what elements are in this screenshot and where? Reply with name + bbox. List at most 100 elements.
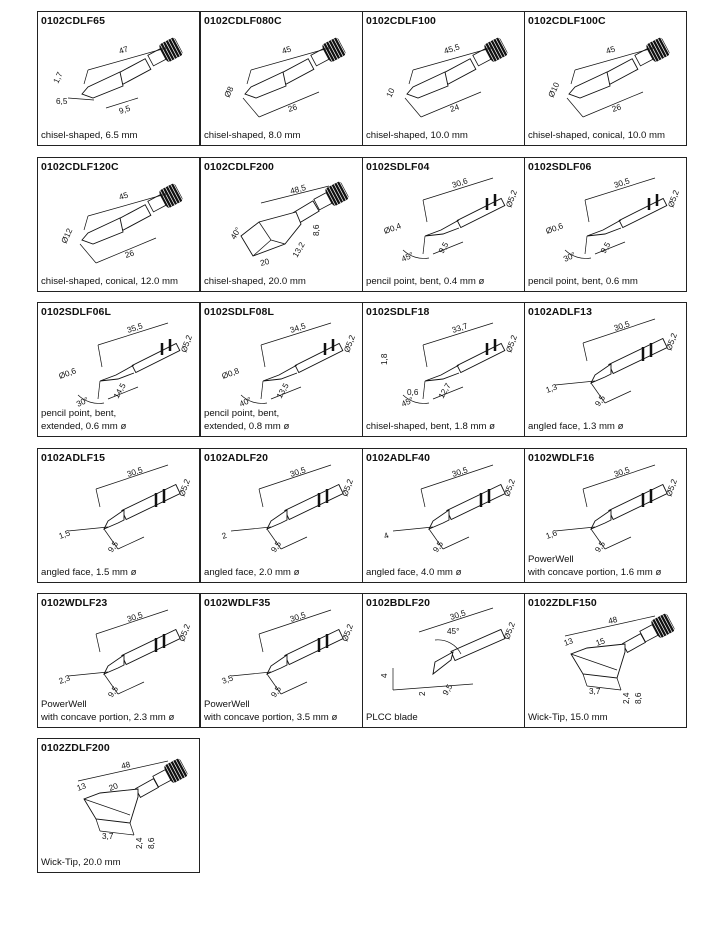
bent-tip-shape: [262, 364, 298, 382]
tip-description-line: angled face, 2.0 mm ø: [204, 566, 300, 578]
tip-description-line: PowerWell: [528, 554, 574, 565]
bent-tip-shape: [586, 219, 622, 237]
dim-blade-angle: 45°: [447, 627, 459, 636]
tip-description-line: Wick-Tip, 20.0 mm: [41, 856, 121, 868]
dim-overall-length: 30,5: [613, 176, 631, 190]
tip-technical-drawing: 34,5Ø5,2Ø0,840°13,5: [221, 321, 357, 409]
dim-overall-length: 45: [118, 190, 130, 202]
tip-technical-drawing: 471,76,59,5: [52, 37, 184, 116]
tip-part-number: 0102CDLF200: [204, 161, 274, 173]
dim-overall-length: 30,5: [289, 610, 307, 624]
tip-shaft: [608, 483, 668, 521]
dim-overall-length: 33,7: [451, 321, 469, 335]
dim-tip-thickness: 1,7: [52, 70, 65, 85]
tip-shaft: [134, 778, 160, 798]
dim-overall-length: 45,5: [443, 42, 461, 56]
dim-face-diameter: 1,5: [58, 528, 72, 541]
dim-blade-width: 4: [380, 673, 389, 678]
dim-overall-length: 30,6: [451, 176, 469, 190]
tip-description-line: PowerWell: [204, 699, 250, 710]
dim-overall-length: 30,5: [451, 465, 469, 479]
dim-shank-diameter: Ø5,2: [502, 621, 517, 641]
tip-part-number: 0102SDLF06L: [41, 306, 111, 318]
tip-description-line: chisel-shaped, bent, 1.8 mm ø: [366, 420, 496, 432]
dim-tip-width: 1,8: [380, 353, 389, 365]
tip-description: chisel-shaped, 8.0 mm: [204, 130, 360, 143]
tip-technical-drawing: 30,5Ø5,2Ø0,630°9,5: [545, 176, 681, 264]
dim-wick-height: 3,7: [589, 687, 601, 696]
wick-tip-shape: [83, 788, 139, 824]
dim-tip-length: 9,5: [593, 393, 607, 408]
dim-wick-depth: 2,4: [135, 837, 144, 849]
tip-part-number: 0102ADLF13: [528, 306, 593, 318]
angled-tip-shape: [103, 654, 125, 675]
angled-tip-shape: [590, 509, 612, 530]
dim-bend-angle: 40°: [238, 395, 253, 408]
tip-technical-drawing: 30,5Ø5,21,39,5: [545, 318, 679, 408]
tip-shaft: [294, 342, 344, 374]
dim-tip-length: 9,5: [106, 539, 120, 554]
tip-description-line: PLCC blade: [366, 711, 418, 723]
tip-description: pencil point, bent,extended, 0.8 mm ø: [204, 408, 360, 433]
tip-description-line: PowerWell: [41, 699, 87, 710]
dim-shank-diameter: Ø5,2: [177, 623, 192, 643]
dim-tip-diameter: Ø8: [223, 85, 236, 99]
tip-description-line: chisel-shaped, 10.0 mm: [366, 129, 468, 141]
tip-shaft: [621, 633, 647, 653]
tip-part-number: 0102BDLF20: [366, 597, 431, 609]
dim-face-diameter: 2: [221, 531, 229, 541]
tip-description-line: chisel-shaped, 8.0 mm: [204, 129, 301, 141]
dim-overall-length: 35,5: [126, 321, 144, 335]
angled-tip-shape: [428, 509, 450, 530]
dim-shank-diameter: Ø5,2: [340, 478, 355, 498]
dim-overall-length: 30,5: [449, 608, 467, 622]
chisel-tip-shape: [406, 71, 449, 99]
dim-tip-length: 9,5: [118, 104, 132, 116]
tip-knurled-handle: [634, 37, 671, 67]
tip-part-number: 0102ADLF40: [366, 452, 431, 464]
chisel-tip-shape: [81, 71, 124, 99]
tip-knurled-handle: [313, 181, 350, 211]
tip-part-number: 0102WDLF23: [41, 597, 108, 609]
tip-description: chisel-shaped, bent, 1.8 mm ø: [366, 421, 522, 434]
tip-description: chisel-shaped, 6.5 mm: [41, 130, 197, 143]
tip-shaft: [456, 197, 506, 229]
tip-description: Wick-Tip, 20.0 mm: [41, 857, 197, 870]
bent-tip-shape: [424, 364, 460, 382]
angled-tip-shape: [266, 509, 288, 530]
tip-part-number: 0102SDLF04: [366, 161, 430, 173]
dim-overall-length: 30,5: [613, 319, 631, 333]
tip-part-number: 0102CDLF100C: [528, 15, 606, 27]
dim-tip-length: 26: [124, 248, 136, 260]
tip-description: chisel-shaped, conical, 12.0 mm: [41, 276, 197, 289]
dim-face-diameter: 1,6: [545, 528, 559, 541]
dim-tip-length: 9,5: [441, 682, 455, 697]
tip-technical-drawing: 30,5Ø5,249,5: [383, 464, 517, 554]
dim-shank-diameter: Ø5,2: [504, 334, 519, 354]
tip-part-number: 0102ZDLF150: [528, 597, 597, 609]
tip-knurled-handle: [152, 758, 189, 788]
dim-bend-length: 14,5: [112, 381, 128, 400]
tip-shaft: [121, 483, 181, 521]
tip-description: pencil point, bent, 0.4 mm ø: [366, 276, 522, 289]
tip-description-line: with concave portion, 1.6 mm ø: [528, 566, 662, 578]
dim-blade-height: 8,6: [147, 837, 156, 849]
chisel-tip-shape: [244, 71, 287, 99]
dim-tip-diameter: Ø0,8: [221, 366, 241, 381]
tip-shaft: [456, 342, 506, 374]
tip-shaft: [608, 337, 668, 375]
dim-wick-width: 15: [595, 636, 607, 648]
tip-part-number: 0102CDLF65: [41, 15, 106, 27]
dim-tip-length: 9,5: [269, 539, 283, 554]
tip-part-number: 0102CDLF120C: [41, 161, 119, 173]
plcc-tip-shape: [432, 651, 454, 676]
dim-tip-length: 9,5: [593, 539, 607, 554]
